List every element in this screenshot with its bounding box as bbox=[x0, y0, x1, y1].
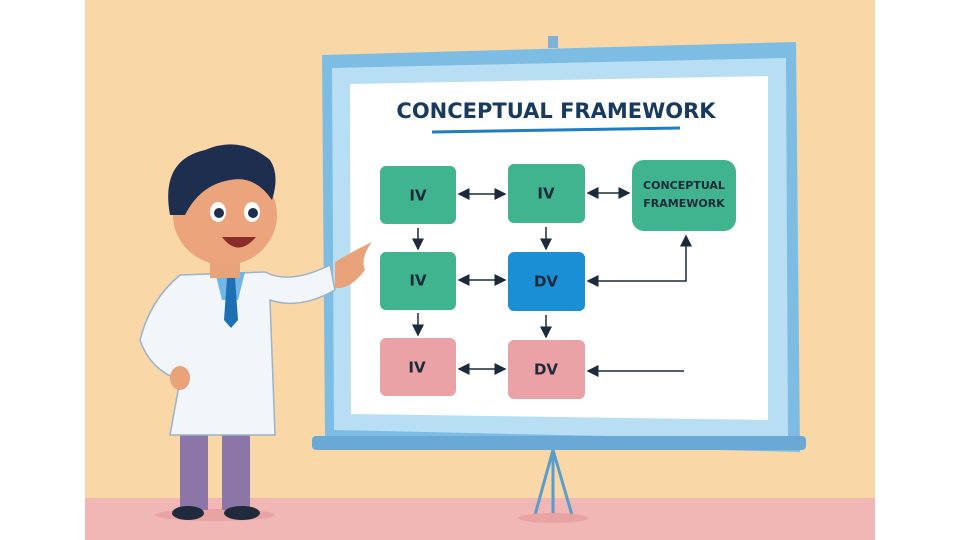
svg-text:CONCEPTUAL: CONCEPTUAL bbox=[643, 179, 725, 192]
svg-text:IV: IV bbox=[537, 185, 555, 203]
svg-text:DV: DV bbox=[534, 361, 558, 379]
diagram-arrows bbox=[412, 187, 692, 377]
board-title: CONCEPTUAL FRAMEWORK bbox=[396, 99, 716, 123]
node-iv-1: IV bbox=[380, 166, 456, 224]
easel-top-hook bbox=[548, 36, 558, 48]
node-iv-3: IV bbox=[380, 252, 456, 310]
node-iv-4: IV bbox=[380, 338, 456, 396]
node-dv-1: DV bbox=[508, 252, 585, 311]
board-bottom-bar bbox=[312, 436, 806, 450]
svg-text:FRAMEWORK: FRAMEWORK bbox=[643, 197, 725, 210]
svg-text:IV: IV bbox=[409, 272, 427, 290]
svg-text:IV: IV bbox=[408, 359, 426, 377]
easel-tripod bbox=[533, 449, 574, 518]
svg-text:DV: DV bbox=[534, 273, 558, 291]
title-underline bbox=[431, 126, 681, 134]
node-iv-2: IV bbox=[508, 164, 585, 223]
node-dv-2: DV bbox=[508, 340, 585, 399]
scientist-character bbox=[139, 144, 372, 521]
svg-text:IV: IV bbox=[409, 187, 427, 205]
node-conceptual-framework: CONCEPTUAL FRAMEWORK bbox=[632, 160, 736, 231]
